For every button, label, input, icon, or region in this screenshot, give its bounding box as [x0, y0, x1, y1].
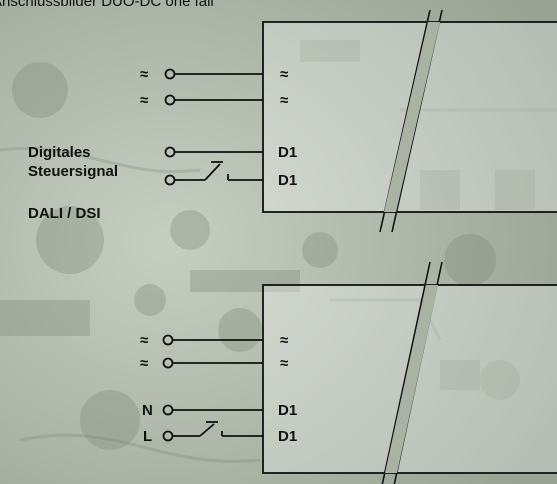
terminal-label: L: [143, 428, 152, 445]
switch-blade: [204, 163, 221, 181]
terminal-circle: [162, 404, 174, 416]
box-terminal-label: ≈: [280, 355, 288, 372]
terminal-circle: [164, 174, 176, 186]
protocol-label: DALI / DSI: [28, 205, 101, 222]
break-line: [381, 261, 431, 484]
terminal-label: ≈: [140, 355, 148, 372]
break-gap: [385, 285, 438, 473]
switch-blade: [199, 423, 215, 437]
bottom-block: ≈ ≈ N L ≈ ≈ D1 D1: [140, 261, 557, 484]
terminal-label: ≈: [140, 92, 148, 109]
terminal-label: N: [142, 402, 153, 419]
terminal-label: ≈: [140, 66, 148, 83]
box-terminal-label: ≈: [280, 92, 288, 109]
terminal-label: ≈: [140, 332, 148, 349]
break-gap: [384, 22, 440, 212]
box-terminal-label: D1: [278, 428, 297, 445]
terminal-circle: [164, 94, 176, 106]
terminal-circle: [162, 357, 174, 369]
terminal-circle: [164, 68, 176, 80]
box-terminal-label: ≈: [280, 332, 288, 349]
terminal-circle: [162, 334, 174, 346]
box-terminal-label: D1: [278, 172, 297, 189]
terminal-circle: [162, 430, 174, 442]
digitales-label: Digitales: [28, 144, 91, 161]
terminal-circle: [164, 146, 176, 158]
steuersignal-label: Steuersignal: [28, 163, 118, 180]
diagram-title: Anschlussbilder DUO-DC one fail: [0, 0, 214, 10]
box-terminal-label: ≈: [280, 66, 288, 83]
top-block: ≈ ≈ Digitales Steuersignal DALI / DSI ≈ …: [28, 9, 557, 233]
box-terminal-label: D1: [278, 402, 297, 419]
box-terminal-label: D1: [278, 144, 297, 161]
